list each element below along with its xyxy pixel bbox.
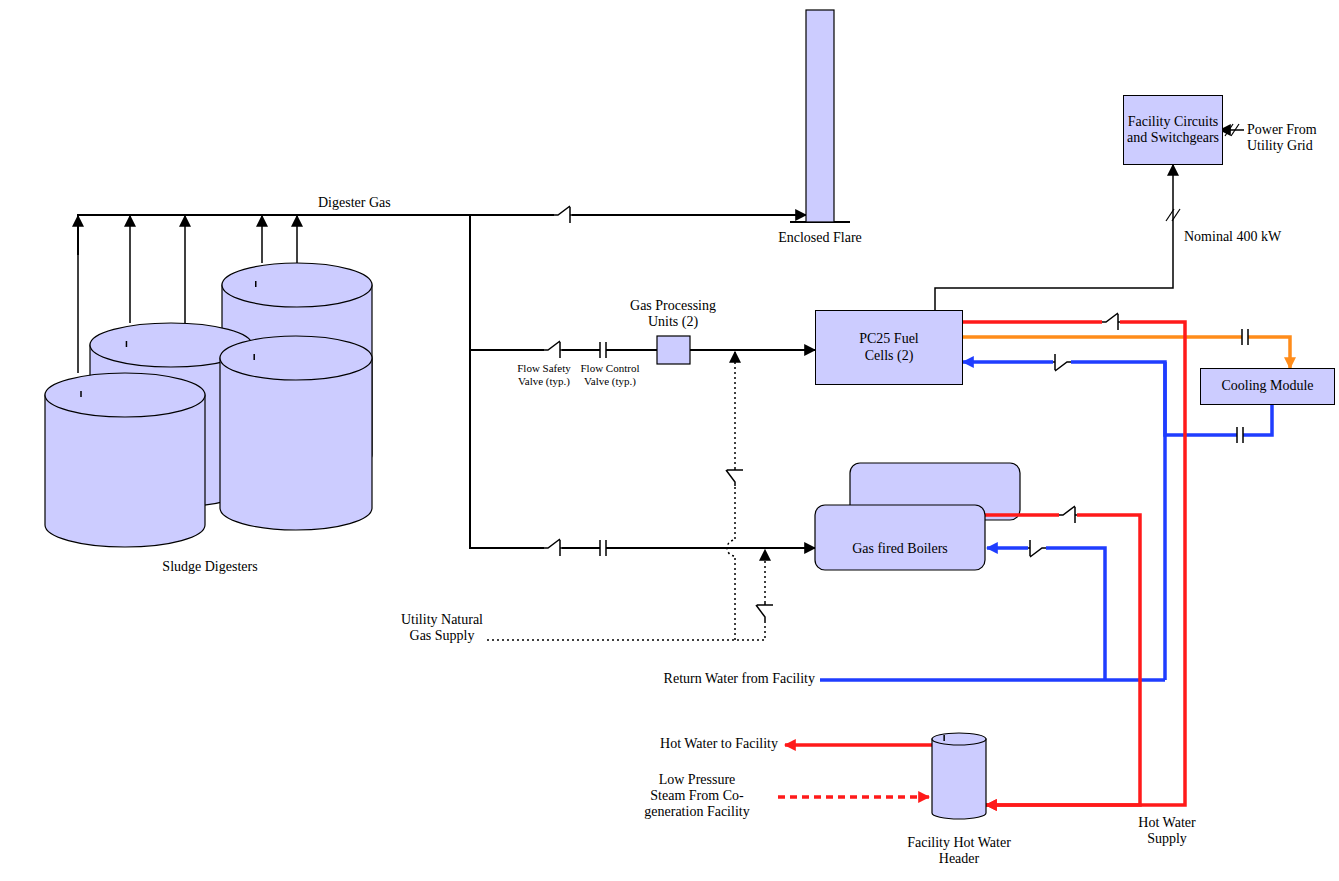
pipe-connector [963, 322, 1185, 805]
sludge-digesters-outline [40, 255, 380, 575]
check-valve [544, 341, 562, 358]
check-valve [1028, 540, 1046, 557]
flow-control-valve [600, 342, 606, 358]
node-label: Sludge Digesters [40, 559, 380, 575]
gas-riser-arrow [296, 216, 298, 263]
enclosed-flare: Enclosed Flare [806, 10, 834, 222]
sludge-digesters: Sludge Digesters [40, 255, 380, 575]
gas-boiler: Gas fired Boilers [815, 505, 985, 570]
hot-water-header: Facility Hot Water Header [932, 733, 986, 815]
switchgear-box: Facility Circuits and Switchgears [1123, 95, 1223, 165]
gas-riser-arrow [129, 216, 131, 323]
pipe-connector [78, 215, 806, 255]
check-valve [544, 539, 562, 556]
boiler-return-pipe [987, 548, 1105, 680]
node-label: Cooling Module [1221, 378, 1313, 394]
check-valve [726, 468, 743, 486]
fuel-cell-box: PC25 Fuel Cells (2) [815, 310, 963, 385]
check-valve [1102, 313, 1120, 330]
grid-power-label: Power From Utility Grid [1247, 122, 1335, 154]
node-label: Facility Hot Water Header [889, 835, 1029, 867]
grid-feed-arrow [1220, 129, 1244, 131]
hot-water-header-outline [932, 733, 986, 815]
gas-supply-label: Utility Natural Gas Supply [398, 612, 486, 644]
natural-gas-line [727, 352, 735, 640]
check-valve [1059, 506, 1077, 523]
return-water-label: Return Water from Facility [560, 671, 815, 687]
check-valve [756, 603, 773, 621]
steam-line [778, 795, 929, 799]
node-label: Facility Circuits and Switchgears [1124, 114, 1222, 146]
natural-gas-line [487, 550, 765, 640]
gas-processing-unit-outline [657, 336, 690, 364]
flow-control-valve [600, 540, 606, 556]
hot-water-out-label: Hot Water to Facility [560, 736, 778, 752]
valve-label: Flow Control Valve (typ.) [578, 362, 642, 387]
enclosed-flare-outline [806, 10, 834, 222]
node-label: Gas fired Boilers [815, 541, 985, 557]
node-label: Enclosed Flare [755, 230, 885, 246]
connector-label: Digester Gas [316, 195, 393, 211]
steam-label: Low Pressure Steam From Co-generation Fa… [642, 772, 752, 820]
gas-riser-arrow [261, 216, 263, 263]
check-valve [554, 206, 572, 223]
gas-boiler-outline [815, 505, 985, 570]
connector-label: Nominal 400 kW [1182, 229, 1283, 245]
valve-label: Flow Safety Valve (typ.) [512, 362, 576, 387]
hot-water-out-pipe [785, 743, 932, 747]
check-valve [1053, 354, 1071, 371]
node-label: PC25 Fuel Cells (2) [847, 331, 931, 363]
flow-control-valve [1242, 329, 1248, 345]
gas-riser-arrow [184, 216, 186, 323]
pipe-connector [935, 165, 1173, 310]
gas-processing-unit: Gas Processing Units (2) [657, 336, 690, 364]
pipe-connector [690, 349, 815, 351]
return-water-pipe [820, 678, 1165, 682]
node-label: Gas Processing Units (2) [618, 298, 728, 330]
three-phase-mark [1231, 124, 1239, 136]
cooling-module: Cooling Module [1200, 368, 1335, 405]
flow-control-valve [1237, 427, 1243, 443]
hot-water-supply-label: Hot Water Supply [1122, 815, 1212, 847]
pipe-connector [985, 515, 1140, 805]
